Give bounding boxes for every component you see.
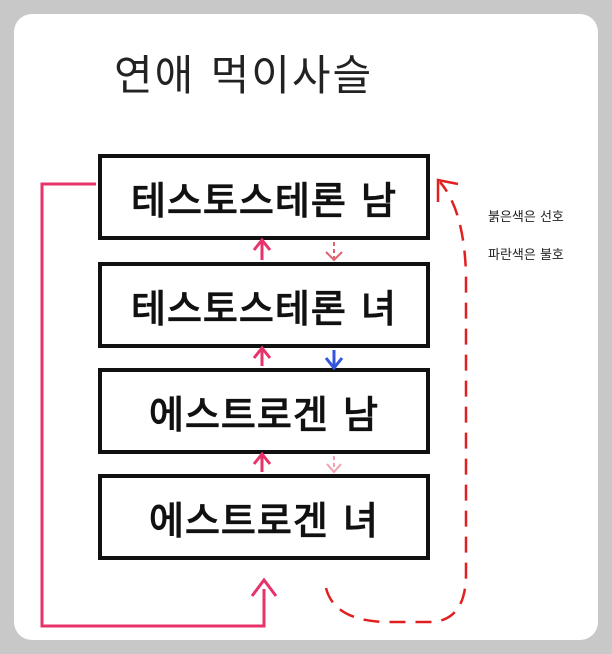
diagram-title: 연애 먹이사슬 [114, 51, 374, 100]
arrow-loop-left-head [250, 577, 278, 597]
arrow-blue-down-head [324, 357, 344, 371]
legend-blue: 파란색은 불호 [488, 248, 564, 263]
box-estrogen-female: 에스트로겐 녀 [98, 474, 430, 560]
box-testosterone-male: 테스토스테론 남 [98, 154, 430, 240]
arrow-up-3-head [252, 451, 272, 465]
arrow-dash-down-1-head [325, 251, 343, 262]
legend-red: 붉은색은 선호 [488, 210, 564, 225]
arrows-layer [40, 178, 468, 628]
diagram-card: 연애 먹이사슬 테스토스테론 남 테스토스테론 녀 에스트로겐 남 에스트로겐 … [14, 14, 598, 640]
box-testosterone-female: 테스토스테론 녀 [98, 262, 430, 348]
box-estrogen-male: 에스트로겐 남 [98, 368, 430, 454]
arrow-loop-left [40, 182, 266, 628]
arrow-loop-right-head [436, 178, 459, 202]
arrow-dash-down-2-head [326, 463, 342, 474]
arrow-loop-right [324, 181, 468, 624]
arrow-up-1-head [252, 237, 272, 251]
arrow-up-2-head [252, 345, 272, 359]
